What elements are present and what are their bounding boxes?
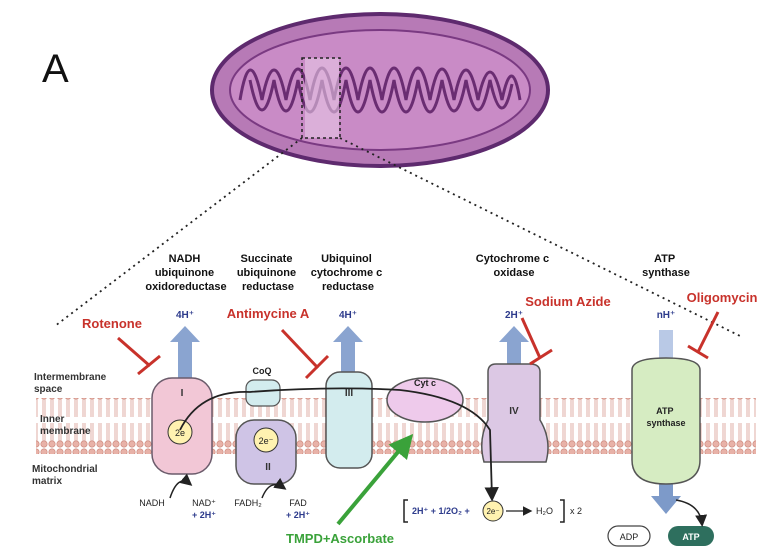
inhibitor-rotenone-bar xyxy=(117,336,161,376)
electron-path xyxy=(179,387,499,502)
complex-2-numeral: II xyxy=(265,462,271,473)
inhibitor-oligomycin-bar xyxy=(687,311,720,360)
inhibitor-azide-bar xyxy=(520,317,553,366)
label-fad-h: + 2H⁺ xyxy=(286,510,310,520)
atp-curve xyxy=(675,499,708,527)
cytochrome-c: Cyt c xyxy=(386,377,464,423)
complex-3: III xyxy=(325,371,373,469)
adp-badge: ADP xyxy=(607,525,651,547)
fadh-curve xyxy=(261,477,287,499)
atp-label: ATP xyxy=(682,532,699,542)
label-nad-h: + 2H⁺ xyxy=(192,510,216,520)
inhibitor-antimycin-bar xyxy=(280,328,330,380)
label-nadh: NADH xyxy=(139,498,165,508)
complex-4-title: Cytochrome c oxidase xyxy=(476,253,552,279)
electron-pair-c1 xyxy=(167,419,193,445)
atp-synthase: ATP synthase xyxy=(631,357,701,485)
proton-label-c5: nH⁺ xyxy=(657,310,676,321)
tmpd-label: TMPD+Ascorbate xyxy=(286,531,394,546)
adp-label: ADP xyxy=(620,532,639,542)
reaction-right: H₂O xyxy=(536,506,553,516)
complex-4-numeral: IV xyxy=(509,406,519,417)
oxygen-reaction: 2H⁺ + 1/2O₂ + 2e⁻ H₂O x 2 xyxy=(403,499,582,523)
complex-5-title: ATP synthase xyxy=(642,253,690,279)
zoom-line-left xyxy=(54,137,303,327)
inhibitor-azide: Sodium Azide xyxy=(525,294,610,309)
proton-label-c4: 2H⁺ xyxy=(505,310,523,321)
electron-pair-c2 xyxy=(253,427,279,453)
inhibitor-oligomycin: Oligomycin xyxy=(687,290,758,305)
reaction-left: 2H⁺ + 1/2O₂ + xyxy=(412,506,470,516)
complex-2-title: Succinate ubiquinone reductase xyxy=(237,253,299,293)
reaction-electron xyxy=(482,500,504,522)
electron-pair-c1-label: 2e xyxy=(175,428,185,438)
inhibitor-rotenone: Rotenone xyxy=(82,316,142,331)
tmpd-arrow xyxy=(336,433,414,526)
coq-carrier: CoQ xyxy=(245,366,281,407)
coq-label: CoQ xyxy=(253,366,272,376)
zoom-line-right xyxy=(339,137,741,337)
proton-label-c1: 4H⁺ xyxy=(176,310,194,321)
mitochondrion-illustration xyxy=(210,12,550,168)
complex-4: IV xyxy=(481,363,549,463)
panel-label: A xyxy=(42,47,69,91)
electron-pair-c2-label: 2e⁻ xyxy=(259,436,274,446)
reaction-electron-label: 2e⁻ xyxy=(486,507,499,516)
proton-label-c3: 4H⁺ xyxy=(339,310,357,321)
label-fadh: FADH₂ xyxy=(234,498,262,508)
atp-synthase-inner-label: ATP synthase xyxy=(646,406,685,428)
complex-2: 2e⁻ II xyxy=(235,419,297,485)
atp-badge: ATP xyxy=(668,526,714,546)
nadh-curve xyxy=(169,473,193,499)
complex-1-title: NADH ubiquinone oxidoreductase xyxy=(145,253,226,293)
cytc-label: Cyt c xyxy=(414,378,436,388)
complex-3-numeral: III xyxy=(345,388,354,399)
complex-1-numeral: I xyxy=(181,388,184,399)
inhibitor-antimycin: Antimycine A xyxy=(227,306,310,321)
label-fad: FAD xyxy=(289,498,307,508)
complex-3-title: Ubiquinol cytochrome c reductase xyxy=(311,253,386,293)
reaction-mult: x 2 xyxy=(570,506,582,516)
label-nad: NAD⁺ xyxy=(192,498,216,508)
